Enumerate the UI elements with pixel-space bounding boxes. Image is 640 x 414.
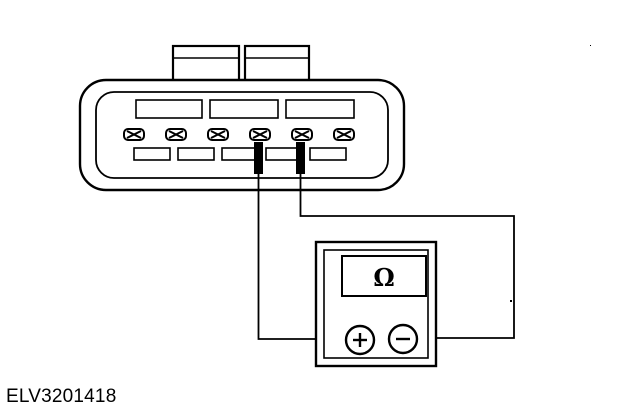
probe-negative [296,142,305,174]
connector-slot-bottom-5 [309,147,347,161]
ohmmeter-body-inner [323,249,429,359]
terminal-5 [291,128,313,141]
ohmmeter-display [341,255,427,297]
connector [78,44,406,192]
lead-negative [299,174,515,339]
connector-latch-right [243,44,311,86]
ohmmeter: Ω [314,240,438,368]
terminal-6 [333,128,355,141]
scan-specks [510,45,591,302]
probes [254,142,305,174]
connector-slot-top-3 [285,99,355,119]
connector-slot-top-1 [135,99,203,119]
connector-housing-inner [95,91,389,179]
connector-terminals [123,128,355,141]
terminal-4 [249,128,271,141]
ohmmeter-negative-terminal [387,323,419,355]
connector-slot-top-2 [209,99,279,119]
terminal-2 [165,128,187,141]
connector-latch-left [171,44,241,86]
terminal-3 [207,128,229,141]
connector-housing-outer [78,78,406,192]
connector-slot-bottom-2 [177,147,215,161]
connector-slot-bottom-1 [133,147,171,161]
ohmmeter-positive-terminal [344,324,376,356]
probe-positive [254,142,263,174]
figure-code-label: ELV3201418 [6,386,117,407]
terminal-1 [123,128,145,141]
ohmmeter-display-symbol: Ω [373,263,394,292]
